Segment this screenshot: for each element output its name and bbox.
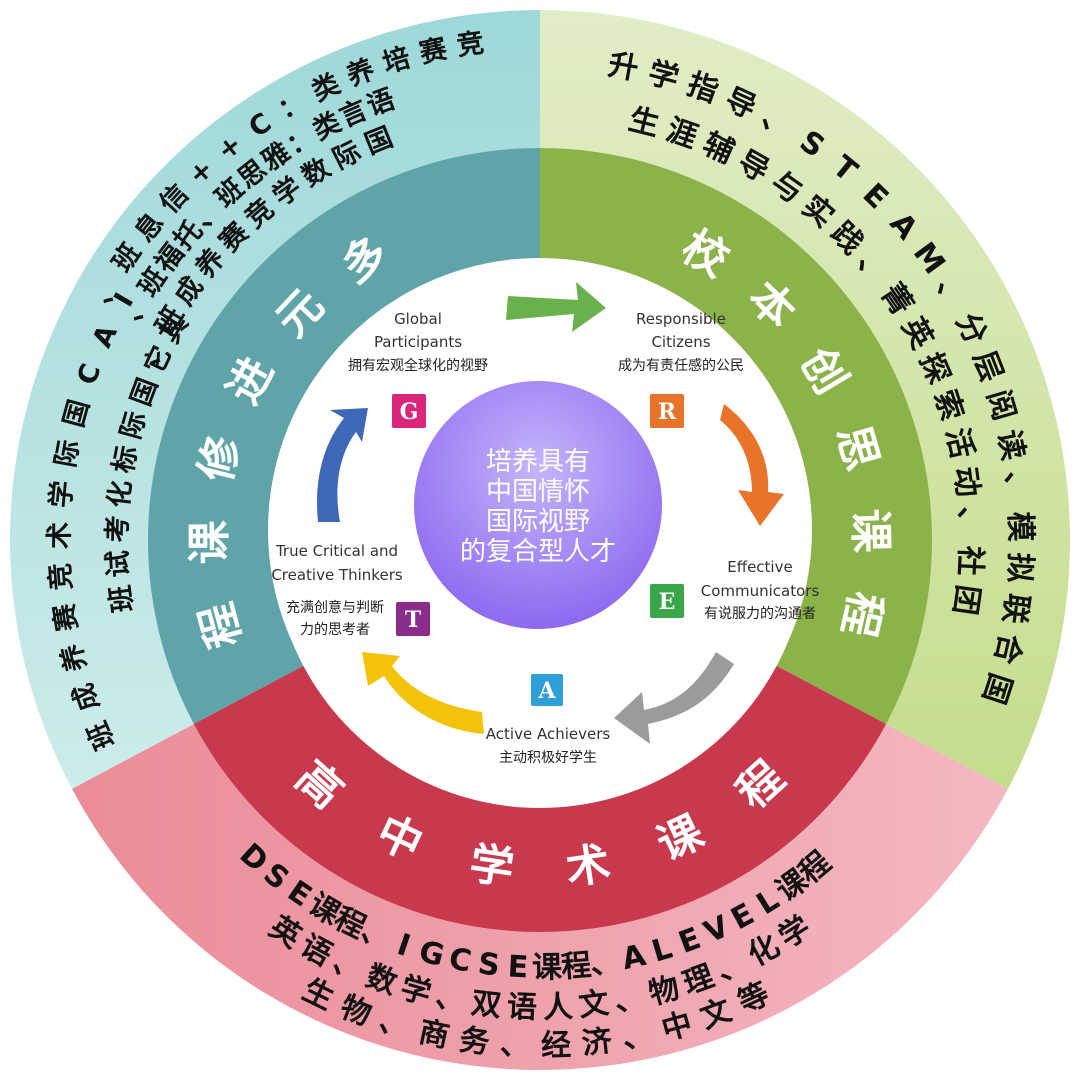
outer-bottom-line-3-char: 务 bbox=[457, 1022, 491, 1061]
outer-right-line-2-char: 社 bbox=[951, 545, 987, 577]
center-circle bbox=[414, 381, 662, 629]
outer-right-line-2-char: 团 bbox=[946, 583, 985, 618]
value-item-a: A Active Achievers 主动积极好学生 bbox=[486, 674, 611, 766]
outer-sector-left bbox=[9, 10, 541, 789]
ring-title-bottom-char: 术 bbox=[563, 838, 614, 895]
middle-ring bbox=[148, 148, 932, 932]
outer-right-line-1-char: 读 bbox=[990, 427, 1030, 463]
outer-bottom-line-3-char: 商 bbox=[416, 1015, 453, 1056]
outer-bottom-line-1-char: S bbox=[476, 946, 502, 983]
arrow-blue-icon bbox=[317, 408, 368, 522]
value-e-zh: 有说服力的沟通者 bbox=[704, 606, 816, 622]
outer-bottom-line-1-char: E bbox=[507, 949, 529, 985]
value-e-en-2: Communicators bbox=[701, 582, 820, 600]
arrow-green-icon bbox=[506, 282, 606, 332]
outer-bottom-line-3-char: 济 bbox=[580, 1024, 615, 1062]
value-t-zh-1: 充满创意与判断 bbox=[286, 599, 384, 616]
outer-bottom-line-3-char: 经 bbox=[541, 1028, 572, 1064]
outer-right-line-1-char: 升 bbox=[606, 47, 642, 87]
value-e-en-1: Effective bbox=[727, 558, 792, 576]
letter-badge-g bbox=[392, 394, 426, 428]
outer-right-line-1-char: 模 bbox=[1002, 511, 1038, 542]
center-line-4: 的复合型人才 bbox=[460, 537, 616, 567]
outer-bottom-line-2-char: 人 bbox=[542, 990, 573, 1026]
ring-sector-bottom bbox=[193, 665, 887, 932]
ring-title-left-char: 课 bbox=[184, 519, 235, 564]
value-items: Global Participants 拥有宏观全球化的视野 G Respons… bbox=[271, 310, 819, 766]
outer-bottom-line-3-char: 、 bbox=[619, 1016, 655, 1056]
outer-bottom-line-3-char: 、 bbox=[499, 1027, 531, 1063]
center-line-1: 培养具有 bbox=[486, 447, 590, 477]
value-item-e: Effective Communicators 有说服力的沟通者 E bbox=[650, 558, 819, 622]
outer-left-line-5-char: 术 bbox=[44, 522, 75, 549]
outer-sector-right bbox=[540, 10, 1070, 789]
letter-g: G bbox=[400, 399, 419, 425]
outer-bottom-line-2-char: 文 bbox=[577, 986, 611, 1024]
outer-right-line-2-char: 、 bbox=[951, 505, 987, 536]
letter-t: T bbox=[405, 607, 422, 633]
letter-badge-t bbox=[396, 602, 430, 636]
outer-right-line-1-char: 拟 bbox=[1001, 552, 1038, 584]
ring-sector-right bbox=[540, 148, 932, 725]
arrow-yellow-icon bbox=[362, 652, 484, 734]
value-t-en-2: Creative Thinkers bbox=[271, 566, 403, 584]
outer-left-line-5-char: 竞 bbox=[44, 562, 78, 591]
center-text: 培养具有 中国情怀 国际视野 的复合型人才 bbox=[460, 447, 616, 567]
letter-r: R bbox=[658, 399, 677, 425]
outer-left-line-1-char: 竞 bbox=[455, 27, 486, 62]
outer-bottom-line-2-char: 语 bbox=[506, 990, 537, 1026]
outer-sector-bottom bbox=[72, 722, 1008, 1070]
letter-a: A bbox=[537, 678, 556, 704]
value-t-en-1: True Critical and bbox=[275, 542, 398, 560]
outer-right-line-1-char: 联 bbox=[996, 591, 1035, 626]
outer-bottom-line-2-char: 双 bbox=[469, 986, 503, 1024]
outer-texts: 竞赛培养类：C++信息班、语言类：雅思班、托福班、国际数学竞赛养成班、其它国际标… bbox=[44, 27, 1038, 1064]
outer-left-line-4-char: 班 bbox=[105, 583, 139, 614]
value-r-en-1: Responsible bbox=[636, 310, 726, 328]
value-g-en-1: Global bbox=[394, 310, 442, 328]
outer-bottom-line-2-char: 、 bbox=[611, 979, 647, 1019]
outer-bottom-line-1-char: 程 bbox=[560, 948, 593, 985]
ring-title-bottom-char: 学 bbox=[466, 838, 517, 895]
arrow-orange-icon bbox=[720, 404, 784, 526]
outer-left-line-4-char: 试 bbox=[102, 550, 134, 579]
letter-badge-r bbox=[650, 394, 684, 428]
outer-left-line-5-char: 赛 bbox=[48, 601, 84, 635]
outer-left-line-4-char: 考 bbox=[102, 515, 134, 543]
outer-bottom-line-1-char: 课 bbox=[532, 950, 564, 986]
center-line-3: 国际视野 bbox=[486, 507, 590, 537]
value-item-t: True Critical and Creative Thinkers 充满创意… bbox=[271, 542, 430, 638]
value-g-zh: 拥有宏观全球化的视野 bbox=[348, 357, 488, 374]
letter-badge-e bbox=[650, 584, 684, 618]
cycle-arrows bbox=[317, 282, 784, 744]
value-r-en-2: Citizens bbox=[651, 333, 710, 351]
letter-badge-a bbox=[531, 674, 563, 706]
value-g-en-2: Participants bbox=[374, 333, 462, 351]
center-line-2: 中国情怀 bbox=[486, 477, 590, 507]
ring-title-right-char: 课 bbox=[844, 508, 896, 554]
value-t-zh-2: 力的思考者 bbox=[300, 622, 370, 638]
outer-right-line-2-char: 动 bbox=[947, 465, 986, 499]
outer-right-line-1-char: 、 bbox=[998, 469, 1036, 503]
outer-left-line-4-char: 化 bbox=[104, 479, 138, 509]
arrow-gray-icon bbox=[614, 652, 734, 744]
outer-bottom-line-1-char: 、 bbox=[588, 943, 623, 982]
value-r-zh: 成为有责任感的公民 bbox=[618, 357, 744, 374]
outer-left-line-4-char: 标 bbox=[108, 443, 144, 475]
outer-left-line-5-char: 际 bbox=[50, 438, 85, 470]
outer-left-line-5-char: 学 bbox=[44, 479, 78, 509]
outer-ring bbox=[9, 10, 1070, 1070]
value-item-r: Responsible Citizens 成为有责任感的公民 R bbox=[618, 310, 744, 428]
value-a-en-1: Active Achievers bbox=[486, 725, 611, 743]
value-a-zh: 主动积极好学生 bbox=[499, 750, 597, 766]
value-item-g: Global Participants 拥有宏观全球化的视野 G bbox=[348, 310, 488, 428]
ring-sector-left bbox=[148, 148, 541, 725]
outer-bottom-line-2-char: 、 bbox=[433, 979, 469, 1019]
letter-e: E bbox=[659, 589, 676, 615]
